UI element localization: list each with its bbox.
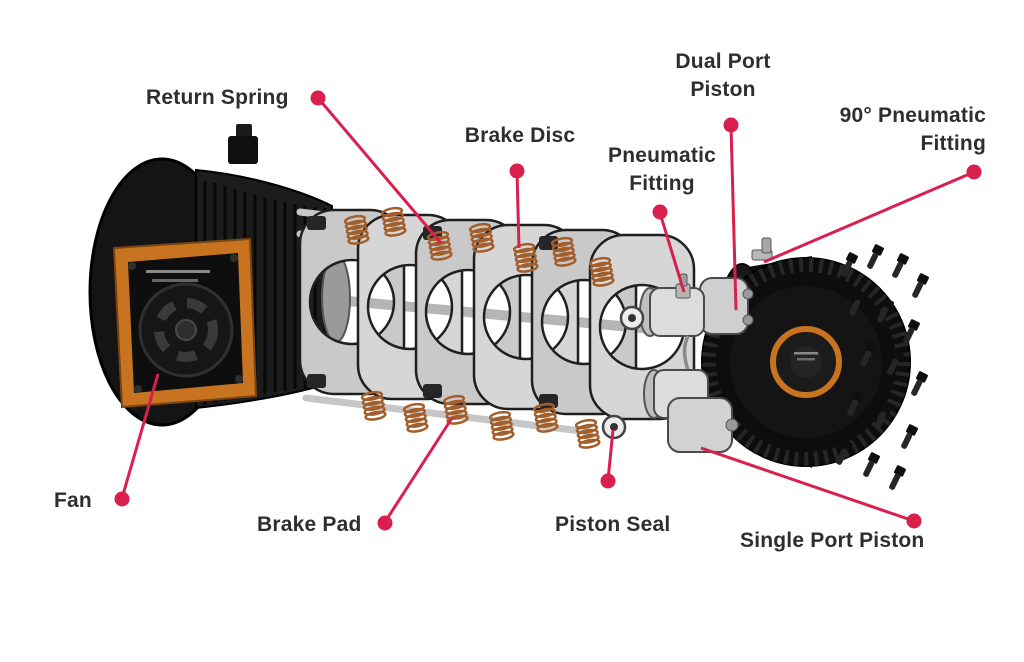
label-piston-seal: Piston Seal: [555, 513, 671, 536]
label-fan: Fan: [54, 489, 92, 512]
label-brake-pad: Brake Pad: [257, 513, 362, 536]
label-90-pneumatic-fitting: 90° Pneumatic Fitting: [839, 104, 986, 155]
label-return-spring: Return Spring: [146, 86, 289, 109]
fan: [112, 237, 258, 409]
label-pneumatic-fitting: Pneumatic Fitting: [608, 144, 716, 195]
single-port-piston: [667, 397, 733, 453]
end-housing: [701, 237, 911, 468]
ninety-degree-fitting: [751, 237, 773, 261]
dual-port-piston: [699, 277, 749, 335]
label-brake-disc: Brake Disc: [464, 124, 576, 147]
label-dual-port-piston: Dual Port Piston: [675, 50, 771, 101]
label-single-port-piston: Single Port Piston: [740, 529, 925, 552]
